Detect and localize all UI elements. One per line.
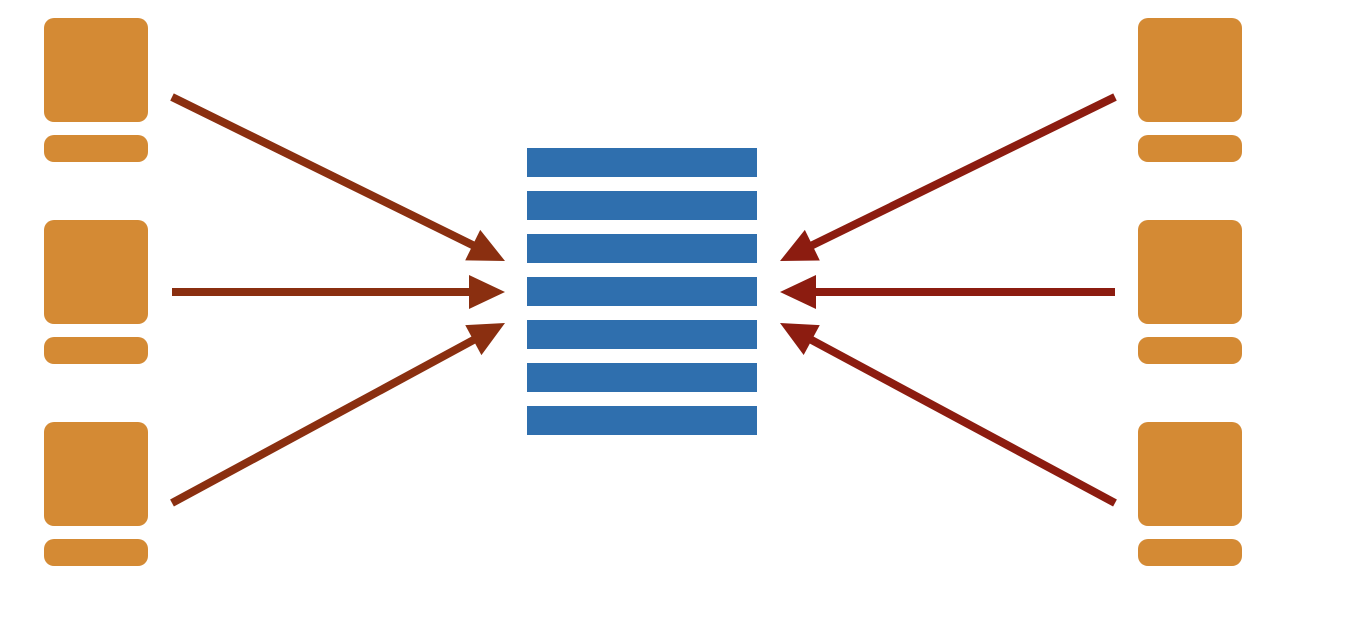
device-base-icon	[1138, 337, 1242, 364]
arrow-head-icon	[780, 229, 820, 261]
queue-bar	[527, 277, 757, 306]
arrow-shaft	[808, 93, 1117, 250]
arrows-group	[170, 93, 1117, 507]
queue-bar	[527, 148, 757, 177]
device-base-icon	[44, 539, 148, 566]
left-device-3	[44, 422, 148, 566]
device-screen-icon	[44, 220, 148, 324]
queue-bar	[527, 363, 757, 392]
arrow-left-top	[170, 93, 505, 261]
queue-stack	[527, 148, 757, 435]
device-screen-icon	[1138, 220, 1242, 324]
devices-group	[44, 18, 1242, 566]
arrow-head-icon	[469, 275, 505, 309]
arrow-left-middle	[172, 275, 505, 309]
device-screen-icon	[44, 18, 148, 122]
right-device-2	[1138, 220, 1242, 364]
left-device-2	[44, 220, 148, 364]
arrow-head-icon	[780, 275, 816, 309]
device-base-icon	[44, 135, 148, 162]
device-screen-icon	[44, 422, 148, 526]
device-base-icon	[1138, 135, 1242, 162]
queue-bar	[527, 406, 757, 435]
arrow-shaft	[808, 335, 1117, 507]
arrow-right-middle	[780, 275, 1115, 309]
right-device-3	[1138, 422, 1242, 566]
arrow-shaft	[170, 93, 477, 250]
left-device-1	[44, 18, 148, 162]
arrow-right-top	[780, 93, 1117, 261]
arrow-head-icon	[465, 229, 505, 261]
device-base-icon	[44, 337, 148, 364]
arrow-head-icon	[780, 323, 820, 356]
device-screen-icon	[1138, 422, 1242, 526]
arrow-head-icon	[465, 323, 505, 356]
arrow-left-bottom	[170, 323, 505, 507]
device-screen-icon	[1138, 18, 1242, 122]
queue-bar	[527, 234, 757, 263]
queue-bar	[527, 320, 757, 349]
arrow-shaft	[170, 335, 477, 507]
device-base-icon	[1138, 539, 1242, 566]
arrow-right-bottom	[780, 323, 1117, 507]
queue-bar	[527, 191, 757, 220]
right-device-1	[1138, 18, 1242, 162]
